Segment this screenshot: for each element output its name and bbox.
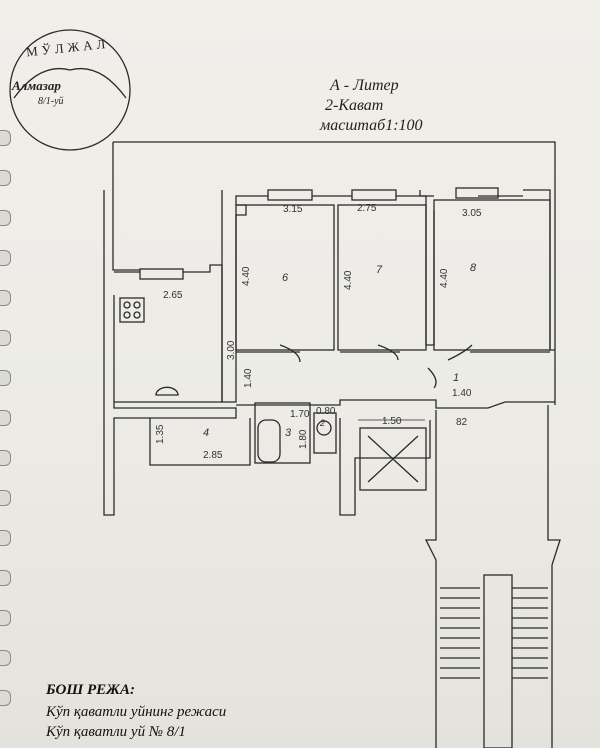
bottom-line-1: Кўп қаватли уйнинг режаси <box>46 704 227 720</box>
dim-window-6: 3.15 <box>283 204 303 215</box>
room-8-outline <box>433 199 551 351</box>
dim-bath-width: 1.70 <box>290 409 310 420</box>
dim-lobby-width: 1.50 <box>382 416 402 427</box>
stamp-address: 8/1-уй <box>38 96 64 107</box>
dim-room8-depth: 4.40 <box>439 268 450 288</box>
window-7 <box>351 189 397 201</box>
dim-room7-depth: 4.40 <box>343 270 354 290</box>
dim-kitchen-width: 2.65 <box>163 290 183 301</box>
dim-window-7: 2.75 <box>357 203 377 214</box>
dim-room4-width: 2.85 <box>203 450 223 461</box>
header-floor: 2-Кават <box>325 97 384 114</box>
stamp-circle <box>9 29 131 151</box>
room-label-4: 4 <box>203 427 210 439</box>
window-kitchen <box>139 268 184 280</box>
stairwell-outline <box>424 410 437 748</box>
dim-bath-depth: 1.80 <box>298 429 309 449</box>
spiral-binding <box>0 60 12 748</box>
dim-room6-depth: 4.40 <box>241 266 252 286</box>
room-label-3: 3 <box>285 427 292 439</box>
dim-corridor-width: 1.40 <box>243 368 254 388</box>
stairs-left <box>440 587 480 679</box>
dim-kitchen-depth: 3.00 <box>226 340 237 360</box>
bathroom-outline <box>254 402 311 464</box>
elevator-shaft <box>359 427 427 491</box>
room-label-8: 8 <box>470 262 477 274</box>
outer-wall <box>113 141 556 405</box>
window-8 <box>455 187 499 199</box>
stamp-district: Алмазар <box>12 78 61 93</box>
room-label-7: 7 <box>376 264 383 276</box>
dim-room4-depth: 1.35 <box>155 424 166 444</box>
room-label-6: 6 <box>282 272 289 284</box>
kitchen-outline <box>114 264 223 403</box>
room-label-2: 2 <box>320 418 326 428</box>
dim-window-8: 3.05 <box>462 208 482 219</box>
stove-icon <box>119 297 145 323</box>
room-label-1: 1 <box>453 372 460 384</box>
header-liter: А - Литер <box>330 77 399 94</box>
stairs-right <box>512 587 548 679</box>
bottom-title: БОШ РЕЖА: <box>46 682 135 698</box>
window-6 <box>267 189 313 201</box>
header-scale: масштаб1:100 <box>320 117 423 134</box>
room-6-outline <box>235 204 335 351</box>
bottom-line-2: Кўп қаватли уй № 8/1 <box>46 724 186 740</box>
dim-hall-extra: 82 <box>456 417 468 428</box>
room-7-outline <box>337 204 427 351</box>
sink-icon <box>155 386 179 396</box>
dim-wc-width: 0.80 <box>316 406 336 417</box>
dim-hall-width: 1.40 <box>452 388 472 399</box>
